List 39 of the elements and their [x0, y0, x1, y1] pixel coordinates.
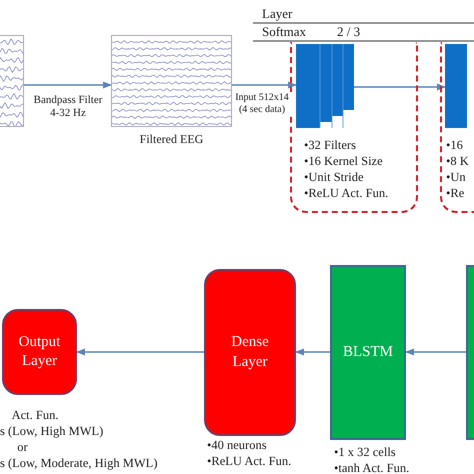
layer-parameter: s (Low, Moderate, High MWL) [0, 456, 158, 470]
layer-parameter: •Re [446, 186, 464, 200]
layer-parameter: Act. Fun. [10, 408, 60, 422]
layer-name: Dense Layer [230, 333, 270, 372]
conv-layer-group [290, 42, 418, 213]
conv-filter-stack-icon [296, 44, 354, 128]
eeg-signal-drawing [0, 35, 24, 127]
arrow [405, 348, 466, 356]
layer-parameter: •Unit Stride [304, 170, 364, 184]
layer-name: Output Layer [18, 332, 62, 371]
layer-parameter: •ReLU Act. Fun. [304, 186, 388, 200]
dense-layer-block [2, 309, 77, 395]
layer-parameter: •16 Kernel Size [304, 154, 383, 168]
layer-parameter: •8 K [446, 154, 469, 168]
eeg-signal-drawing [111, 35, 232, 127]
layer-parameter: •32 Filters [304, 138, 356, 152]
layer-parameter: •ReLU Act. Fun. [207, 454, 292, 468]
arrow [295, 348, 330, 356]
layer-name: BLSTM [342, 342, 394, 362]
layer-parameter: •40 neurons [207, 438, 267, 452]
layer-parameter: or [16, 440, 29, 454]
table-text: 2 / 3 [337, 25, 360, 40]
dense-layer-block [204, 269, 296, 436]
conv-filter-stack-icon [445, 44, 467, 128]
node-label: Filtered EEG [138, 133, 204, 147]
layer-parameter: •16 [446, 138, 463, 152]
table-text: Softmax [262, 25, 306, 40]
layer-parameter: •1 x 32 cells [334, 445, 396, 460]
lstm-layer-block [466, 265, 474, 440]
arrow [76, 348, 204, 356]
layer-parameter: •tanh Act. Fun. [334, 461, 410, 474]
lstm-layer-block [330, 265, 406, 440]
conv-layer-group [440, 42, 474, 213]
table-text: Layer [262, 7, 292, 22]
layer-parameter: s (Low, High MWL) [0, 424, 104, 438]
arrow [24, 81, 112, 89]
arrow [354, 83, 446, 91]
layer-parameter: •Un [446, 170, 466, 184]
arrow [232, 81, 297, 89]
